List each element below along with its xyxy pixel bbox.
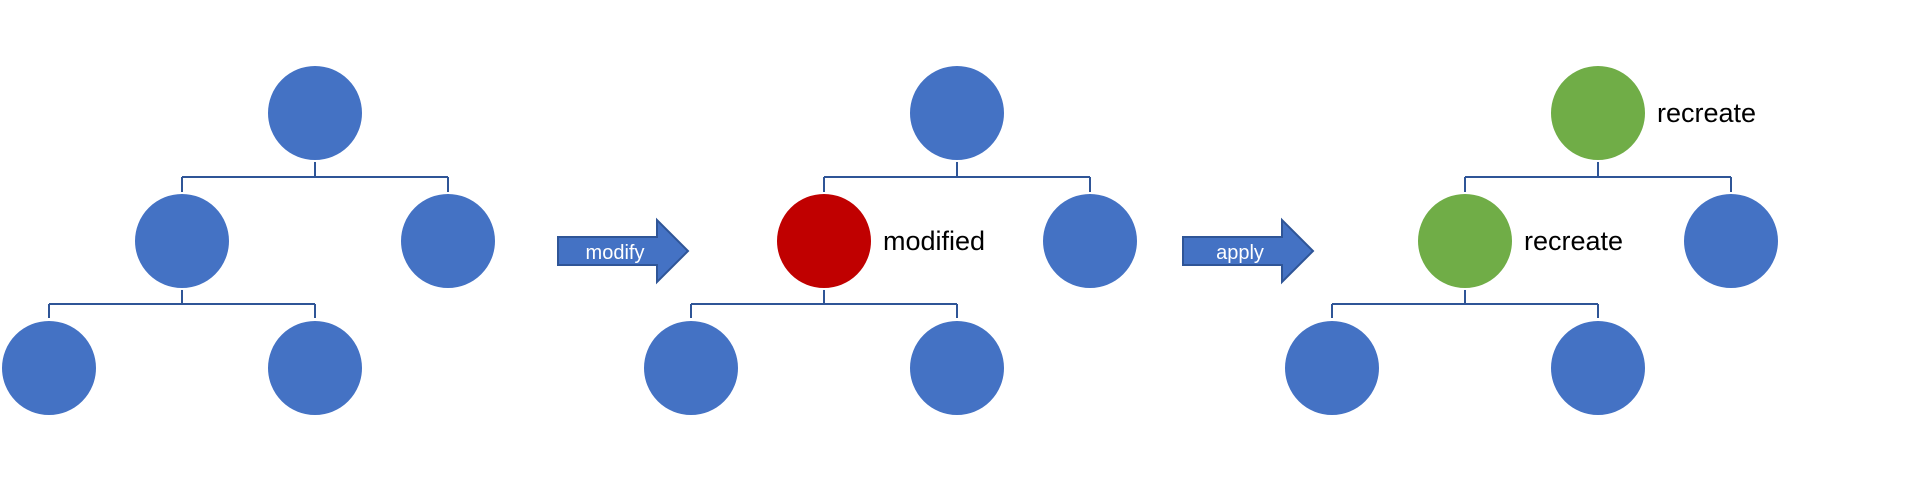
connector-root-children <box>823 160 1091 192</box>
connector-left-children <box>48 288 316 318</box>
tree-node-left-right <box>908 319 1006 417</box>
apply-arrow-shape <box>1182 217 1315 285</box>
recreate-root-label: recreate <box>1657 98 1756 128</box>
tree-node-left-right <box>266 319 364 417</box>
modified-label: modified <box>883 226 985 256</box>
tree-node-right <box>399 192 497 290</box>
tree-node-left <box>133 192 231 290</box>
tree-node-root <box>908 64 1006 162</box>
recreate-child-label: recreate <box>1524 226 1623 256</box>
modify-arrow-shape <box>557 217 690 285</box>
tree-node-left-right <box>1549 319 1647 417</box>
modify-arrow: modify <box>557 217 690 285</box>
connector-root-children <box>1464 160 1732 192</box>
tree-modified: modified <box>642 64 1139 417</box>
tree-node-left-left <box>1283 319 1381 417</box>
tree-node-left-left <box>0 319 98 417</box>
connector-root-children <box>181 160 449 192</box>
tree-node-recreate-root <box>1549 64 1647 162</box>
tree-node-recreate-child <box>1416 192 1514 290</box>
tree-node-left-left <box>642 319 740 417</box>
tree-node-modified <box>775 192 873 290</box>
modify-arrow-label: modify <box>586 242 645 264</box>
tree-node-root <box>266 64 364 162</box>
tree-original <box>0 64 497 417</box>
tree-node-right <box>1041 192 1139 290</box>
apply-arrow-label: apply <box>1216 242 1264 264</box>
apply-arrow: apply <box>1182 217 1315 285</box>
connector-left-children <box>690 288 958 318</box>
connector-left-children <box>1331 288 1599 318</box>
tree-node-right <box>1682 192 1780 290</box>
tree-applied: recreate recreate <box>1283 64 1780 417</box>
